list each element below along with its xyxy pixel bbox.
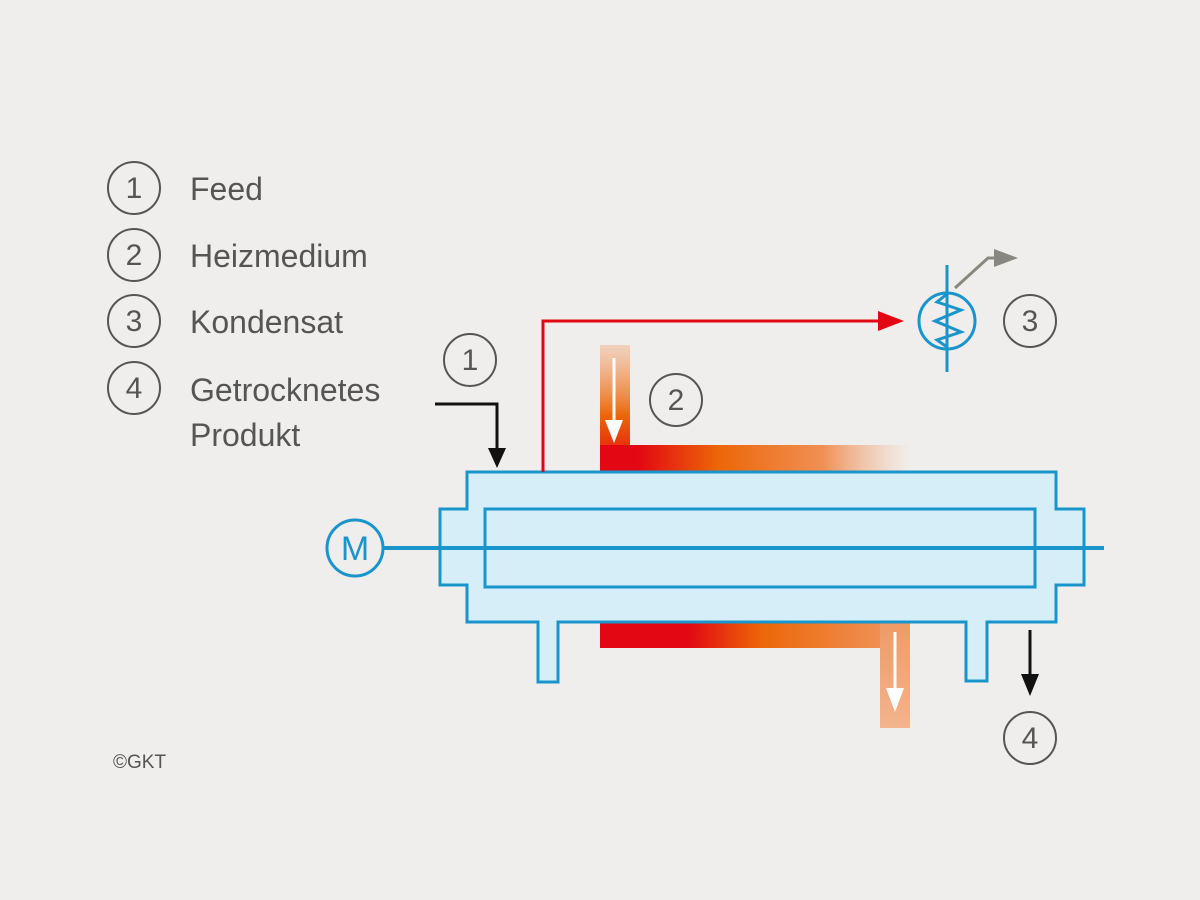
vapor-pipe (541, 319, 882, 472)
legend: 1 Feed 2 Heizmedium 3 Kondensat 4 Getroc… (107, 161, 380, 453)
contact-dryer (384, 470, 1104, 684)
condenser-coil (931, 292, 966, 349)
feed-line (435, 402, 499, 452)
vapor-line (541, 311, 904, 472)
feed-inlet: 1 (435, 333, 506, 468)
motor-symbol (325, 518, 385, 578)
heating-inlet-arrowhead (605, 420, 623, 443)
legend-label-dried-product-line1: Getrocknetes (190, 372, 380, 408)
heating-top-band (600, 445, 910, 473)
legend-number: 2 (126, 239, 143, 272)
product-marker-circle (1003, 711, 1057, 765)
product-outlet: 4 (1003, 630, 1057, 765)
legend-number-circle (107, 294, 161, 348)
legend-number: 1 (126, 172, 143, 205)
legend-number: 4 (126, 372, 143, 405)
copyright-notice: ©GKT (113, 752, 166, 773)
legend-item-heating-medium: 2 Heizmedium (107, 228, 368, 282)
legend-number-circle (107, 228, 161, 282)
feed-arrowhead (488, 448, 506, 468)
vapor-arrowhead (878, 311, 904, 331)
heating-medium-outlet (600, 622, 910, 728)
condensate-marker-number: 3 (1022, 305, 1039, 338)
heating-marker-circle (649, 373, 703, 427)
legend-item-feed: 1 Feed (107, 161, 263, 215)
product-marker-number: 4 (1022, 722, 1039, 755)
dryer-housing (438, 470, 1086, 684)
legend-label-heating-medium: Heizmedium (190, 238, 368, 274)
legend-item-dried-product: 4 Getrocknetes Produkt (107, 361, 380, 453)
legend-number-circle (107, 361, 161, 415)
condensate-marker-circle (1003, 294, 1057, 348)
legend-number-circle (107, 161, 161, 215)
feed-marker-number: 1 (462, 344, 479, 377)
noncondensable-arrowhead (994, 249, 1018, 267)
feed-marker-circle (443, 333, 497, 387)
heating-bottom-band (600, 622, 910, 648)
legend-label-feed: Feed (190, 171, 263, 207)
heating-outlet-arrowhead (886, 688, 904, 712)
heating-medium-inlet: 2 (600, 345, 910, 473)
legend-label-dried-product-line2: Produkt (190, 417, 300, 453)
noncondensable-line (953, 256, 998, 290)
product-arrowhead (1021, 674, 1039, 696)
legend-number: 3 (126, 305, 143, 338)
heating-marker-number: 2 (668, 384, 685, 417)
motor: M (325, 518, 385, 578)
motor-letter: M (341, 530, 369, 568)
legend-label-condensate: Kondensat (190, 304, 343, 340)
legend-item-condensate: 3 Kondensat (107, 294, 343, 348)
condenser: 3 (917, 249, 1057, 372)
